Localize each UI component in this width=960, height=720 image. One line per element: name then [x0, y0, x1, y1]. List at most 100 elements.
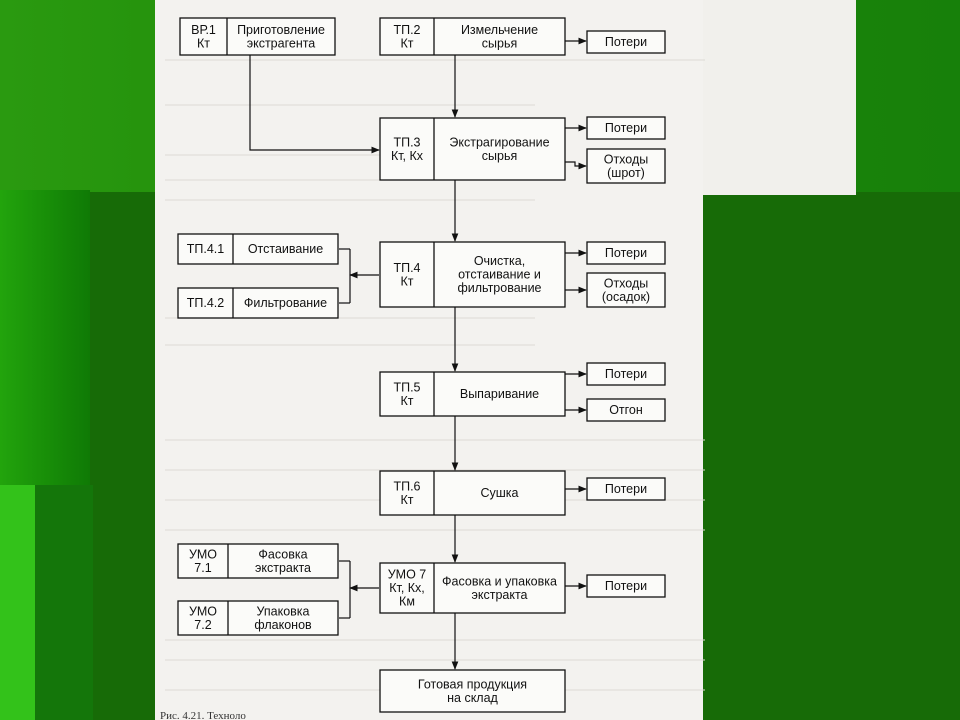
process-code: ТП.2 [393, 23, 420, 37]
process-box-frame [379, 371, 566, 417]
process-code: УМО [189, 604, 217, 618]
process-code: Кт [400, 394, 413, 408]
output-label: Отходы [604, 152, 649, 166]
output-label: Отгон [609, 403, 643, 417]
output-box-frame [586, 116, 666, 140]
process-box-frame [177, 543, 339, 579]
process-code: ТП.4.2 [187, 296, 225, 310]
process-code: Кт [400, 36, 413, 50]
process-label: Упаковка [257, 604, 310, 618]
process-box-frame [379, 117, 566, 181]
process-code: Кт [400, 274, 413, 288]
process-code: Кт [400, 493, 413, 507]
process-code: Кт, Кх [391, 149, 424, 163]
process-code: ВР.1 [191, 23, 216, 37]
process-code: УМО 7 [388, 568, 427, 582]
output-label: Отходы [604, 276, 649, 290]
output-box-loss5: Потери [586, 362, 666, 386]
process-label: сырья [482, 149, 517, 163]
process-label: Приготовление [237, 23, 325, 37]
output-label: Потери [605, 35, 647, 49]
process-box-frame [177, 233, 339, 265]
process-box-frame [379, 669, 566, 713]
process-box-frame [379, 17, 566, 56]
process-box-tp5: ТП.5Кт Выпаривание [379, 371, 566, 417]
output-box-loss6: Потери [586, 477, 666, 501]
output-box-loss2: Потери [586, 30, 666, 54]
output-box-frame [586, 272, 666, 308]
process-box-frame [379, 241, 566, 308]
figure-caption: Рис. 4.21. Техноло [160, 710, 246, 720]
process-code: ТП.5 [393, 380, 420, 394]
flow-nodes: ВР.1КтПриготовлениеэкстрагентаТП.2КтИзме… [177, 17, 666, 713]
output-label: Потери [605, 482, 647, 496]
output-box-waste4: Отходы(осадок) [586, 272, 666, 308]
output-box-loss4: Потери [586, 241, 666, 265]
process-code: 7.1 [194, 561, 211, 575]
process-label: флаконов [254, 618, 312, 632]
output-label: (шрот) [607, 166, 645, 180]
process-code: ТП.6 [393, 479, 420, 493]
process-label: Фасовка [258, 547, 307, 561]
output-box-loss7: Потери [586, 574, 666, 598]
scanned-page-corner [703, 0, 856, 195]
output-box-frame [586, 574, 666, 598]
output-box-distill5: Отгон [586, 398, 666, 422]
process-code: ТП.3 [393, 135, 420, 149]
process-label: сырья [482, 36, 517, 50]
process-box-frame [379, 470, 566, 516]
output-box-frame [586, 398, 666, 422]
process-box-frame [177, 600, 339, 636]
process-label: Экстрагирование [449, 135, 549, 149]
process-box-frame [179, 17, 336, 56]
process-label: Отстаивание [248, 242, 323, 256]
output-box-loss3: Потери [586, 116, 666, 140]
process-code: ТП.4.1 [187, 242, 225, 256]
output-box-frame [586, 362, 666, 386]
process-label: Фильтрование [244, 296, 327, 310]
output-label: Потери [605, 367, 647, 381]
process-label: Выпаривание [460, 387, 539, 401]
process-box-frame [379, 562, 566, 614]
output-label: Потери [605, 246, 647, 260]
process-code: УМО [189, 547, 217, 561]
output-label: Потери [605, 579, 647, 593]
output-box-waste3: Отходы(шрот) [586, 148, 666, 184]
output-box-frame [586, 30, 666, 54]
process-label: Сушка [480, 486, 518, 500]
output-label: (осадок) [602, 290, 650, 304]
process-code: ТП.4 [393, 261, 420, 275]
process-box-tp42: ТП.4.2 Фильтрование [177, 287, 339, 319]
process-label: Измельчение [461, 23, 538, 37]
process-label: на склад [447, 691, 498, 705]
process-code: Км [399, 595, 415, 609]
process-label: экстрагента [247, 36, 316, 50]
process-code: Кт, Кх, [389, 581, 425, 595]
flow-arrow [249, 55, 380, 154]
process-label: Очистка, [474, 254, 525, 268]
output-box-frame [586, 148, 666, 184]
process-label: экстракта [255, 561, 311, 575]
process-label: фильтрование [457, 281, 541, 295]
output-box-frame [586, 241, 666, 265]
process-box-tp6: ТП.6Кт Сушка [379, 470, 566, 516]
flow-arrow [565, 161, 587, 170]
process-label: отстаивание и [458, 268, 541, 282]
process-code: 7.2 [194, 618, 211, 632]
process-label: Готовая продукция [418, 677, 527, 691]
process-box-tp41: ТП.4.1 Отстаивание [177, 233, 339, 265]
process-label: Фасовка и упаковка [442, 574, 557, 588]
slide-background-accent [0, 485, 35, 720]
process-box-umo7: УМО 7Кт, Кх,Км Фасовка и упаковкаэкстракт… [379, 562, 566, 614]
output-box-frame [586, 477, 666, 501]
process-label: экстракта [471, 588, 527, 602]
process-code: Кт [197, 36, 210, 50]
